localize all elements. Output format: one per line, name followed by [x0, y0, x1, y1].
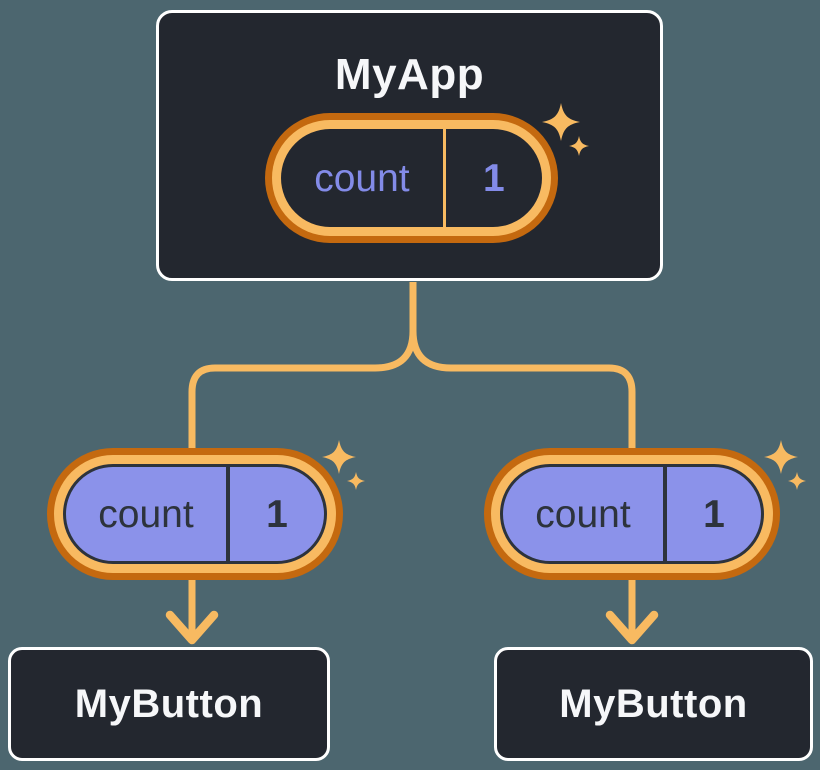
state-value: 1	[703, 492, 725, 536]
state-pill-ring: count 1	[54, 455, 336, 573]
state-value: 1	[266, 492, 288, 536]
component-title: MyApp	[334, 50, 485, 99]
state-name-label: count	[314, 156, 410, 200]
state-pill-divider	[662, 467, 667, 561]
component-title: MyButton	[74, 682, 264, 726]
state-value: 1	[483, 156, 505, 200]
state-pill-right-child: count 1	[484, 448, 780, 580]
state-name-label: count	[98, 492, 194, 536]
state-pill-ring: count 1	[272, 120, 551, 236]
component-title: MyButton	[559, 682, 748, 726]
state-pill-root: count 1	[265, 113, 558, 243]
state-name-label: count	[535, 492, 631, 536]
state-pill-body: count 1	[63, 464, 327, 564]
state-pill-divider	[225, 467, 230, 561]
mybutton-right-component-node: MyButton	[494, 647, 813, 761]
state-pill-left-child: count 1	[47, 448, 343, 580]
state-pill-ring: count 1	[491, 455, 773, 573]
state-pill-body: count 1	[500, 464, 764, 564]
mybutton-left-component-node: MyButton	[8, 647, 330, 761]
state-pill-body: count 1	[281, 129, 542, 227]
arrowhead-right-icon	[605, 610, 659, 645]
arrowhead-left-icon	[165, 610, 219, 645]
state-pill-divider	[442, 129, 446, 227]
